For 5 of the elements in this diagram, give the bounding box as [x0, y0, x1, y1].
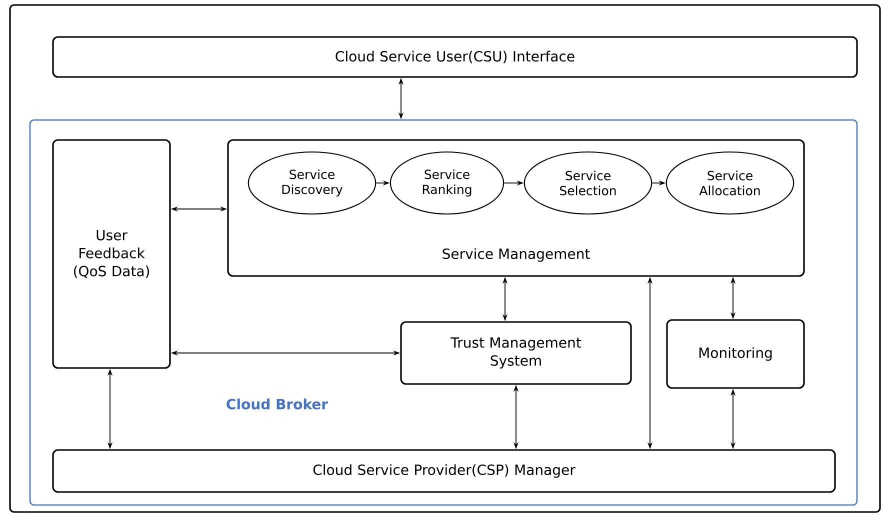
process-box: User Feedback (QoS Data)	[52, 139, 171, 369]
process-box: Monitoring	[666, 319, 805, 389]
process-box: Trust Management System	[400, 321, 632, 385]
process-box: Cloud Service User(CSU) Interface	[52, 36, 858, 78]
process-box: Cloud Service Provider(CSP) Manager	[52, 449, 836, 493]
